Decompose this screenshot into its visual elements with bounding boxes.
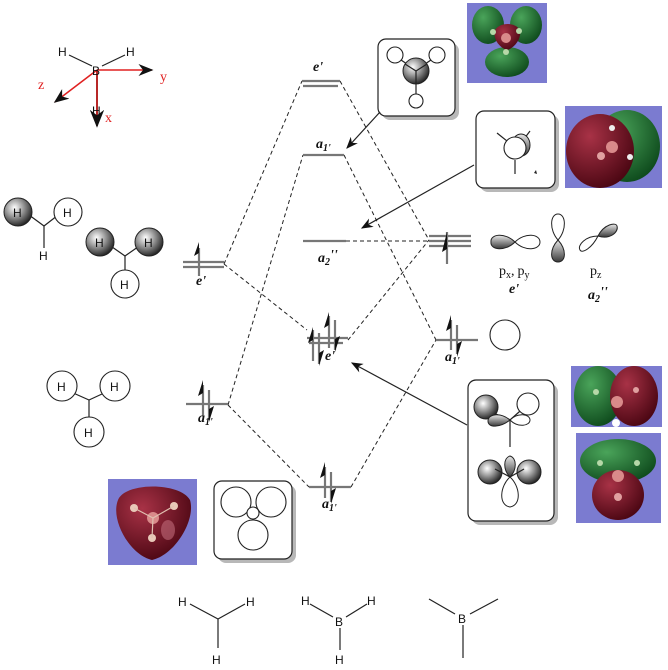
electron-down-arrow <box>331 488 336 504</box>
svg-text:H: H <box>212 653 221 667</box>
orbital-image-a1-bonding <box>108 479 197 565</box>
bottom-structure-bh3-skeleton: B <box>428 598 499 658</box>
svg-text:H: H <box>301 594 310 608</box>
axis-b-atom: B <box>92 64 100 78</box>
bottom-structure-h3: H H H <box>178 595 255 667</box>
mo-level-a2-dprime: a2'' <box>303 239 346 268</box>
ligand-salc-e-1: H H H <box>3 197 83 263</box>
left-level-a1-prime: a1' <box>186 380 228 428</box>
px-py-symmetry-label: e' <box>509 282 519 297</box>
mo-level-e-prime-antibonding: e' <box>302 60 340 88</box>
mo-a2-dprime-label: a2'' <box>318 248 338 268</box>
svg-text:H: H <box>84 426 93 440</box>
left-a1-prime-label: a1' <box>198 411 213 428</box>
mo-a1-prime-bonding-label: a1' <box>322 497 337 514</box>
card-a1-antibonding-sketch <box>377 38 459 120</box>
svg-text:H: H <box>335 653 344 667</box>
orbital-image-e-bonding-1 <box>571 366 662 427</box>
px-py-label: px,py <box>499 264 530 281</box>
left-e-prime-label: e' <box>196 274 206 289</box>
electron-up-arrow <box>194 242 199 256</box>
orbital-image-a2-nonbonding <box>565 106 662 188</box>
svg-text:H: H <box>144 236 153 250</box>
electron-up-arrow <box>446 315 451 331</box>
electron-down-arrow <box>335 336 340 352</box>
card-a1-bonding-sketch <box>213 480 296 563</box>
mo-level-a1-prime-antibonding: a1' <box>303 137 344 157</box>
left-level-e-prime: e' <box>183 242 224 289</box>
y-axis-label: y <box>160 70 167 85</box>
card-a2-nonbonding-sketch <box>475 110 559 192</box>
svg-text:B: B <box>335 615 343 629</box>
electron-up-arrow <box>320 462 325 478</box>
ligand-salc-e-2: H H H <box>85 227 164 299</box>
electron-up-arrow <box>308 327 313 343</box>
pointer-arrow-a2 <box>360 164 475 229</box>
bottom-structure-bh3: H H B H <box>301 594 376 667</box>
svg-text:H: H <box>367 594 376 608</box>
pointer-arrow-a1-antibonding <box>346 111 381 149</box>
pz-symmetry-label: a2'' <box>588 285 608 305</box>
boron-px-orbital <box>490 234 541 250</box>
coordinate-axes: H H B H y z x <box>38 45 167 128</box>
z-axis-label: z <box>38 78 44 93</box>
svg-text:H: H <box>110 380 119 394</box>
axis-h-right: H <box>126 45 135 59</box>
card-e-bonding-sketch <box>467 379 558 525</box>
electron-up-arrow <box>198 380 203 396</box>
svg-text:H: H <box>57 380 66 394</box>
mo-e-prime-bonding-label: e' <box>325 349 335 364</box>
mo-level-a1-prime-bonding: a1' <box>309 462 351 514</box>
svg-text:H: H <box>246 595 255 609</box>
mo-e-prime-antibonding-label: e' <box>313 60 323 75</box>
svg-text:H: H <box>63 206 72 220</box>
axis-h-left: H <box>58 45 67 59</box>
correlation-lines <box>223 80 437 488</box>
svg-text:H: H <box>95 236 104 250</box>
pz-label: pz <box>590 264 602 281</box>
boron-pz-orbital <box>578 223 618 252</box>
z-axis-arrow <box>53 69 98 103</box>
svg-text:B: B <box>458 612 466 626</box>
boron-s-a1-label: a1' <box>445 350 460 367</box>
boron-p-levels <box>429 232 471 264</box>
orbital-image-e-antibonding <box>467 3 547 83</box>
svg-text:H: H <box>178 595 187 609</box>
svg-text:H: H <box>13 206 22 220</box>
electron-down-arrow <box>319 350 324 366</box>
electron-down-arrow <box>457 341 462 357</box>
orbital-image-e-bonding-2 <box>576 433 661 523</box>
axis-h-bottom: H <box>92 104 101 118</box>
x-axis-label: x <box>105 111 112 126</box>
electron-up-arrow <box>324 312 329 328</box>
ligand-salc-a1: H H H <box>46 370 131 448</box>
mo-level-e-prime-bonding: e' <box>307 312 348 366</box>
electron-down-arrow <box>209 406 214 422</box>
electron-up-arrow <box>442 232 447 252</box>
boron-py-orbital <box>551 213 565 263</box>
boron-s-level: a1' <box>436 315 521 367</box>
svg-text:H: H <box>39 249 48 263</box>
svg-text:H: H <box>120 278 129 292</box>
boron-s-orbital <box>489 319 521 351</box>
mo-a1-prime-antibonding-label: a1' <box>316 137 331 154</box>
pointer-arrow-e-bonding <box>350 362 468 426</box>
